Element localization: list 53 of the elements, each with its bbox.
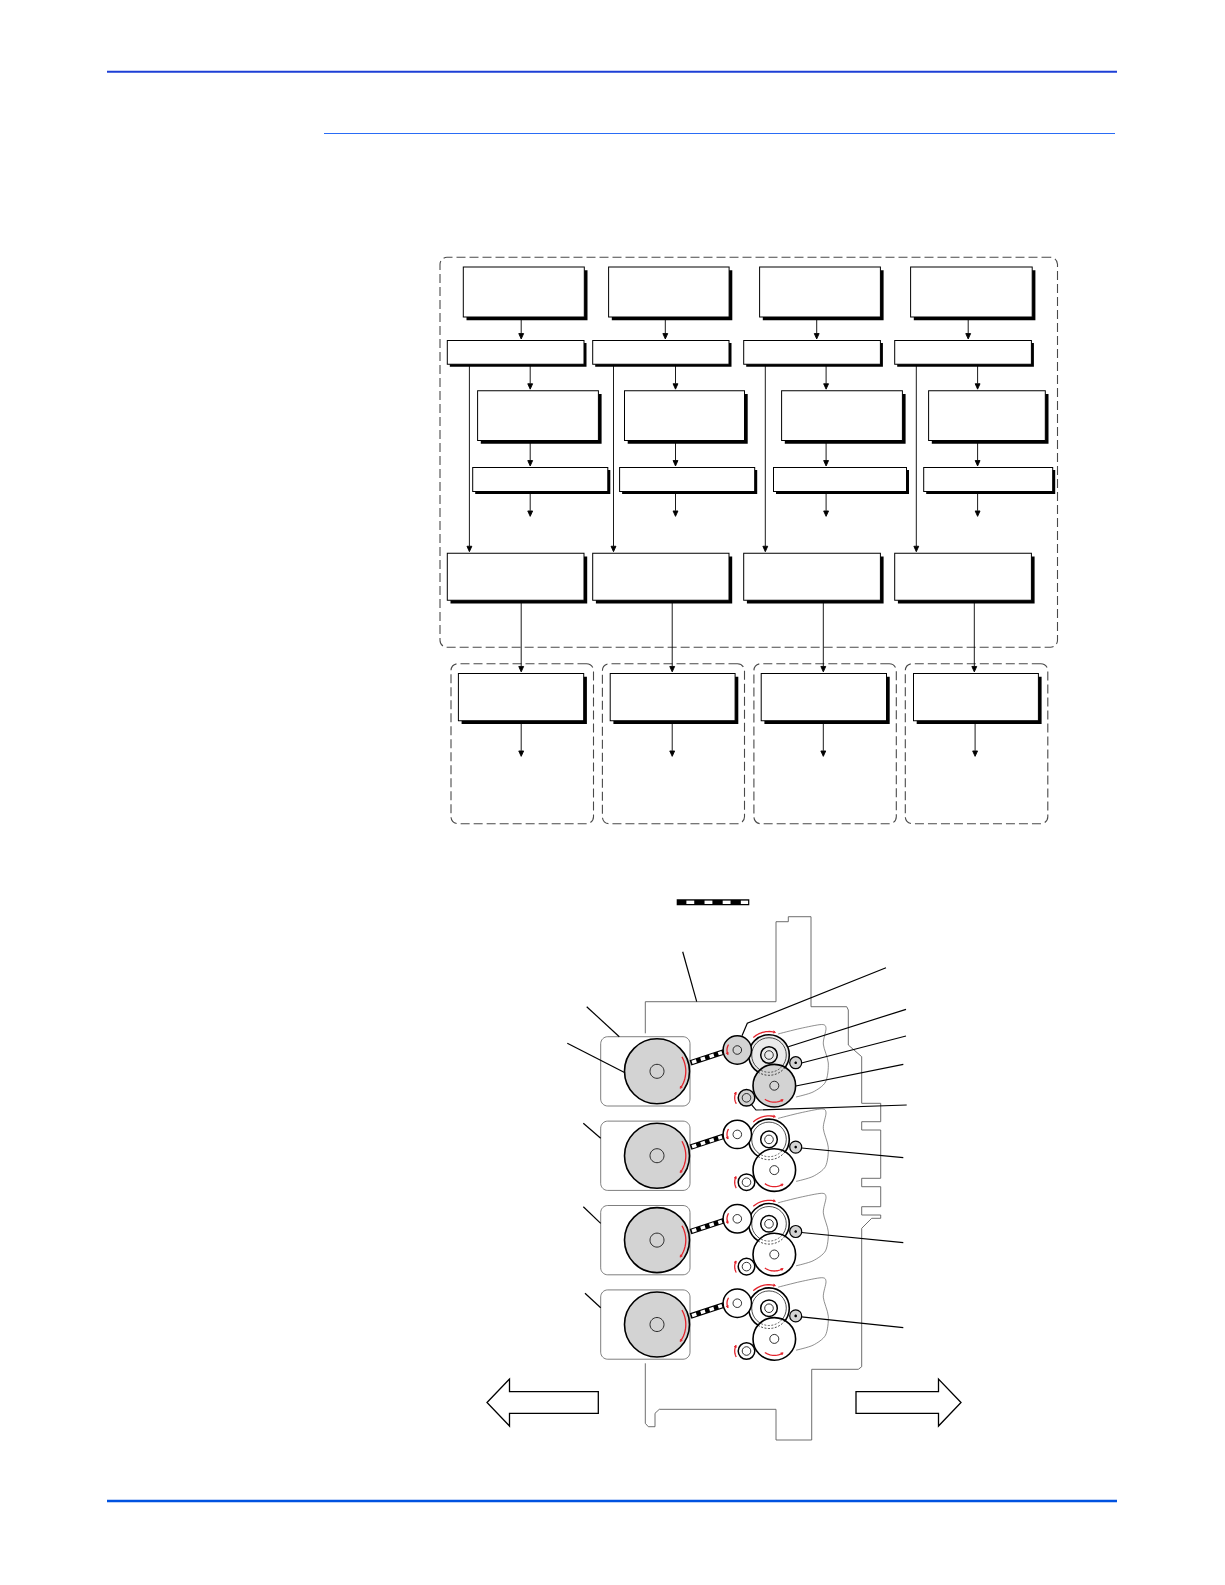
process-bar (472, 467, 611, 495)
arrow (974, 364, 981, 390)
dashed-frame (753, 663, 897, 825)
process-bar (773, 467, 909, 495)
process-box (781, 390, 906, 444)
arrow (610, 364, 617, 553)
dashed-frame (450, 663, 595, 825)
arrow (971, 600, 978, 673)
arrow (965, 317, 972, 340)
dashed-frame (601, 663, 746, 825)
process-box (913, 673, 1042, 724)
process-box (760, 673, 890, 724)
arrow (527, 440, 534, 467)
arrow (823, 491, 829, 517)
process-box (910, 266, 1036, 321)
arrow (662, 317, 669, 340)
process-bar (743, 340, 883, 367)
arrow (823, 364, 829, 390)
arrow (672, 491, 679, 517)
arrow (527, 364, 534, 390)
dashed-frame (439, 256, 1059, 648)
arrow (820, 600, 827, 673)
arrow (669, 600, 676, 673)
process-bar (619, 467, 758, 495)
process-box (609, 673, 739, 724)
process-box (743, 552, 884, 604)
process-box (592, 552, 733, 604)
arrow (813, 317, 820, 340)
arrow (518, 600, 525, 673)
process-bar (446, 340, 587, 367)
arrow (974, 440, 981, 467)
process-box (759, 266, 884, 321)
arrow (466, 364, 473, 553)
process-bar (894, 340, 1034, 367)
arrow (672, 440, 679, 467)
process-box (608, 266, 733, 321)
process-bar (592, 340, 732, 367)
process-box (457, 673, 587, 724)
process-box (624, 390, 748, 444)
arrow (527, 491, 534, 517)
dashed-frame (904, 663, 1049, 825)
arrow (762, 364, 769, 553)
arrow (672, 364, 679, 390)
arrow (518, 317, 525, 340)
arrow (913, 364, 920, 553)
process-box (894, 552, 1035, 604)
process-box (462, 266, 588, 321)
process-box (446, 552, 588, 604)
process-bar (923, 467, 1056, 495)
process-box (928, 390, 1049, 444)
process-box (477, 390, 602, 444)
arrow (974, 491, 981, 517)
arrow (823, 440, 829, 467)
